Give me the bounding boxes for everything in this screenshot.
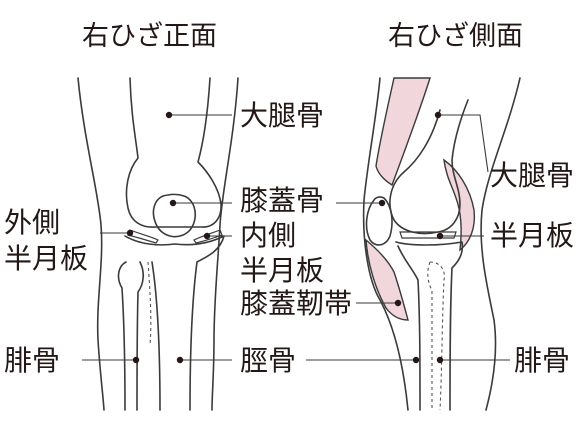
title-side-view: 右ひざ側面 <box>388 21 523 52</box>
side-knee-illustration <box>362 77 521 411</box>
front-fibula-shape <box>117 261 127 411</box>
label-side-meniscus: 半月板 <box>490 219 574 252</box>
label-front-tibia: 脛骨 <box>240 344 296 377</box>
front-femur-shape <box>125 77 222 228</box>
front-leg-outline-left <box>77 77 105 411</box>
front-medial-meniscus-shape <box>193 229 223 244</box>
side-quadriceps-tendon <box>375 77 431 187</box>
front-patella-shape <box>152 193 197 238</box>
label-medial-meniscus-line2: 半月板 <box>240 254 324 287</box>
front-tibia-inner-edge <box>151 261 161 411</box>
side-meniscus-shape <box>399 231 457 239</box>
label-front-patella: 膝蓋骨 <box>240 184 324 217</box>
side-tibia-shape <box>395 241 464 411</box>
label-side-fibula: 腓骨 <box>514 344 570 377</box>
label-medial-meniscus-line1: 内側 <box>240 219 296 252</box>
title-front-view: 右ひざ正面 <box>82 21 217 52</box>
label-front-fibula: 腓骨 <box>4 344 60 377</box>
label-side-femur: 大腿骨 <box>490 159 574 192</box>
front-leaders <box>82 111 232 364</box>
side-fibula-hidden <box>427 261 445 411</box>
side-leg-outline-front <box>362 77 409 411</box>
label-patellar-ligament: 膝蓋靭帯 <box>240 287 352 320</box>
label-lateral-meniscus-line2: 半月板 <box>4 242 88 275</box>
front-knee-illustration <box>77 77 239 411</box>
front-lateral-meniscus-shape <box>127 229 159 244</box>
front-tibia-shape <box>124 235 225 411</box>
side-patella-shape <box>365 196 393 246</box>
label-lateral-meniscus-line1: 外側 <box>4 206 60 239</box>
front-fibula-inner-edge <box>136 261 144 411</box>
label-front-femur: 大腿骨 <box>240 99 324 132</box>
front-tibia-hidden-edge <box>147 261 152 346</box>
side-tibia-front-edge <box>397 245 421 411</box>
side-leaders <box>306 111 510 364</box>
front-leg-outline-right <box>211 77 239 411</box>
